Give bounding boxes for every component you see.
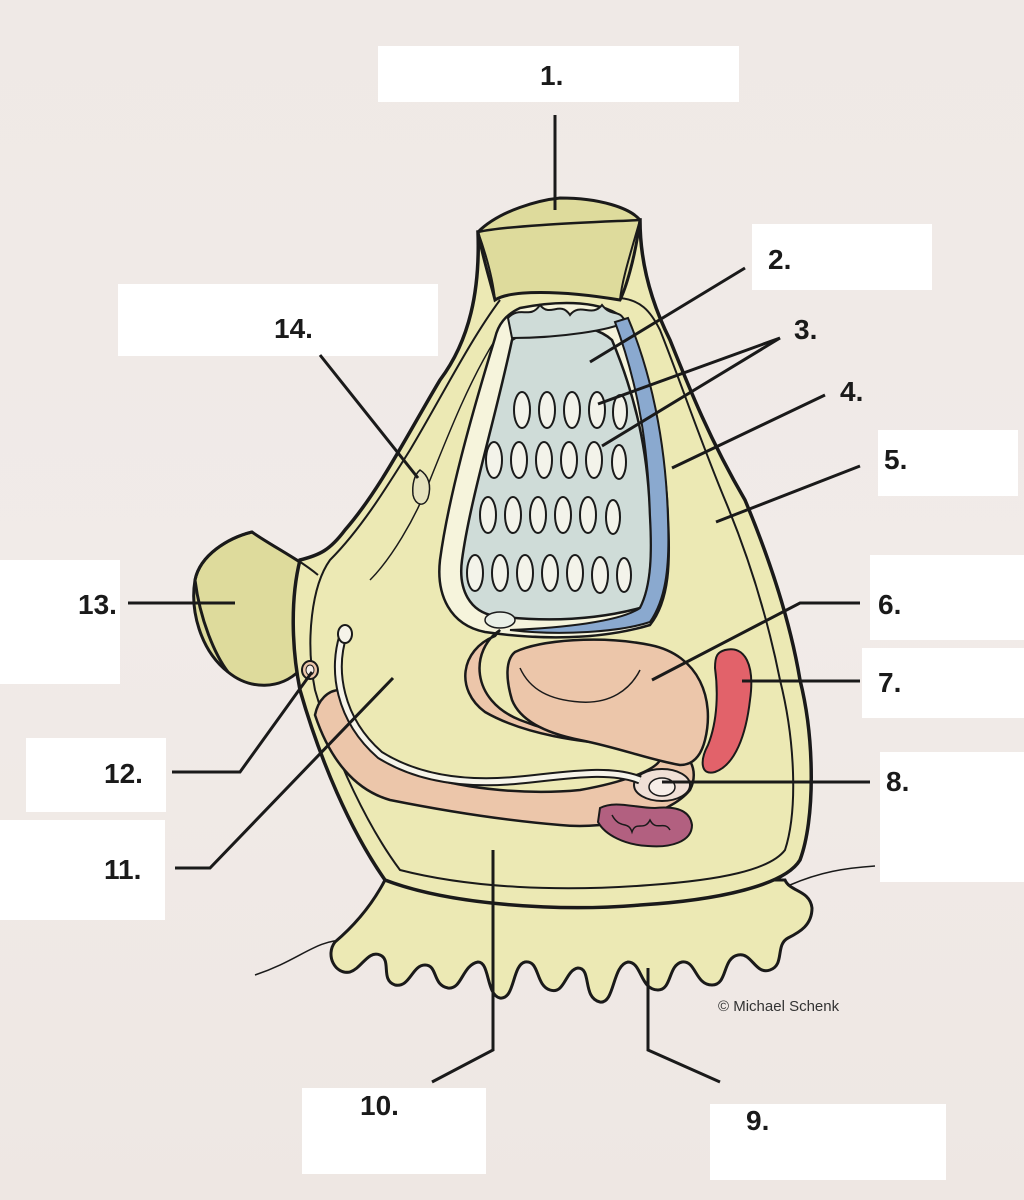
leader-4 xyxy=(671,393,826,470)
label-2: 2. xyxy=(768,244,792,275)
oral-siphon-fold-left xyxy=(477,231,496,301)
answer-box-1[interactable] xyxy=(378,46,739,102)
label-1: 1. xyxy=(540,60,564,91)
leader-12 xyxy=(172,671,314,774)
oral-tentacles xyxy=(506,303,627,340)
mantle-inner-line xyxy=(309,297,795,890)
label-12: 12. xyxy=(104,758,143,789)
answer-box-7[interactable] xyxy=(862,648,1024,718)
answer-box-6[interactable] xyxy=(870,555,1024,640)
answer-box-5[interactable] xyxy=(878,430,1018,496)
answer-box-10[interactable] xyxy=(302,1088,486,1174)
label-4: 4. xyxy=(840,376,864,407)
label-11: 11. xyxy=(104,854,142,885)
label-13: 13. xyxy=(78,589,117,620)
rhizoid-thread-right xyxy=(789,865,876,886)
leader-6 xyxy=(651,601,860,682)
leader-5 xyxy=(715,464,861,524)
leader-14 xyxy=(318,354,420,479)
gonoduct-inner xyxy=(335,629,641,785)
leader-10 xyxy=(431,850,495,1084)
label-5: 5. xyxy=(884,444,908,475)
esophagus-opening xyxy=(484,611,516,629)
oral-siphon xyxy=(476,196,642,303)
copyright-credit: © Michael Schenk xyxy=(718,998,840,1015)
label-6: 6. xyxy=(878,589,902,620)
label-9: 9. xyxy=(746,1105,770,1136)
answer-box-13[interactable] xyxy=(0,560,120,684)
label-8: 8. xyxy=(886,766,910,797)
gill-slits xyxy=(466,391,632,594)
ovary-folds xyxy=(611,814,671,835)
answer-box-8[interactable] xyxy=(880,752,1024,882)
leader-lines xyxy=(128,115,870,1084)
heart xyxy=(701,648,753,774)
answer-box-12[interactable] xyxy=(26,738,166,812)
holdfast-base xyxy=(329,878,814,1004)
answer-box-2[interactable] xyxy=(752,224,932,290)
label-3: 3. xyxy=(794,314,818,345)
leader-11 xyxy=(175,676,395,870)
atrium-wall-left xyxy=(369,339,496,581)
answer-box-11[interactable] xyxy=(0,820,165,920)
answer-box-14[interactable] xyxy=(118,284,438,356)
gonoduct-opening xyxy=(337,624,353,644)
endostyle xyxy=(509,316,670,634)
label-14: 14. xyxy=(274,313,313,344)
leader-2 xyxy=(589,266,746,364)
stomach-cavity xyxy=(519,667,641,703)
leader-3b xyxy=(601,336,781,448)
oral-siphon-opening xyxy=(477,218,641,234)
leader-3a xyxy=(597,336,781,406)
leader-9 xyxy=(646,968,721,1084)
label-7: 7. xyxy=(878,667,902,698)
answer-box-9[interactable] xyxy=(710,1104,946,1180)
stomach xyxy=(506,638,710,767)
atrial-siphon-neck xyxy=(251,531,319,576)
atrial-siphon-rim xyxy=(193,530,253,673)
label-10: 10. xyxy=(360,1090,399,1121)
oral-siphon-fold-right xyxy=(619,219,641,301)
